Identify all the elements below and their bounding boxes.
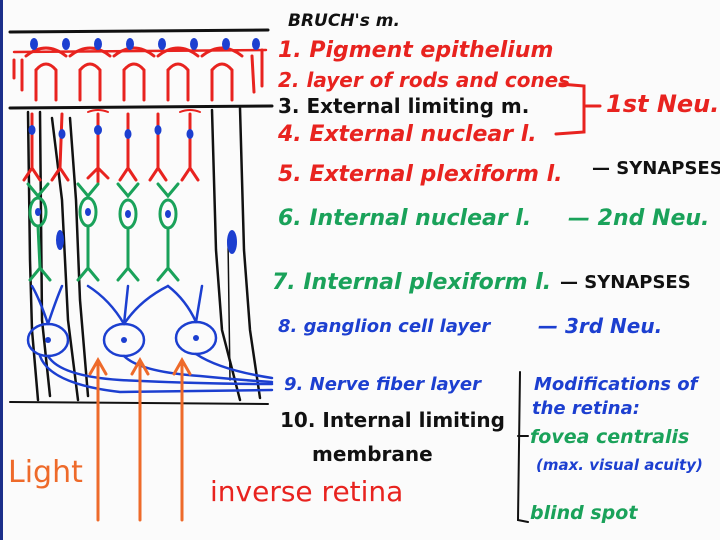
layer-8-label: 8. ganglion cell layer <box>278 318 490 336</box>
modifications-title: Modifications of <box>534 376 697 394</box>
fovea-centralis-label: fovea centralis <box>530 428 689 447</box>
ganglion-cells <box>28 286 272 392</box>
layer-7-synapses: — SYNAPSES <box>560 274 691 292</box>
third-neuron-label: — 3rd Neu. <box>538 316 662 336</box>
blind-spot-label: blind spot <box>530 504 637 523</box>
layer-3-label: 3. External limiting m. <box>278 96 529 116</box>
modifications-bracket <box>518 372 528 522</box>
layer-10-label: 10. Internal limiting <box>280 410 505 430</box>
visual-acuity-label: (max. visual acuity) <box>536 458 703 473</box>
muller-cell-right-outline <box>212 110 240 400</box>
inverse-retina-label: inverse retina <box>210 478 403 506</box>
layer-5-label: 5. External plexiform l. <box>278 164 563 186</box>
muller-cells <box>28 108 260 400</box>
first-neuron-label: 1st Neu. <box>606 92 719 116</box>
bruchs-membrane-line <box>10 30 268 32</box>
layer-7-label: 7. Internal plexiform l. <box>272 272 551 294</box>
light-arrow-mid <box>132 360 148 520</box>
second-neuron-label: — 2nd Neu. <box>568 208 709 230</box>
photoreceptor-cells <box>24 110 200 182</box>
light-arrows <box>90 360 190 520</box>
modifications-subtitle: the retina: <box>532 400 640 418</box>
pigment-epithelium-nuclei <box>30 38 260 50</box>
bruchs-membrane-label: BRUCH's m. <box>288 13 400 30</box>
layer-10-membrane-label: membrane <box>312 444 433 464</box>
layer-6-label: 6. Internal nuclear l. <box>278 208 531 230</box>
bipolar-cells <box>28 184 178 280</box>
layer-1-label: 1. Pigment epithelium <box>278 40 553 62</box>
external-limiting-membrane-line <box>10 106 272 108</box>
pigment-epithelium <box>14 48 266 100</box>
layer-4-label: 4. External nuclear l. <box>278 124 537 146</box>
light-label: Light <box>8 458 83 488</box>
layer-9-label: 9. Nerve fiber layer <box>284 376 481 394</box>
light-arrow-left <box>90 360 106 520</box>
light-arrow-right <box>174 360 190 520</box>
layer-5-synapses: — SYNAPSES <box>592 160 720 178</box>
layer-2-label: 2. layer of rods and cones <box>278 70 570 90</box>
